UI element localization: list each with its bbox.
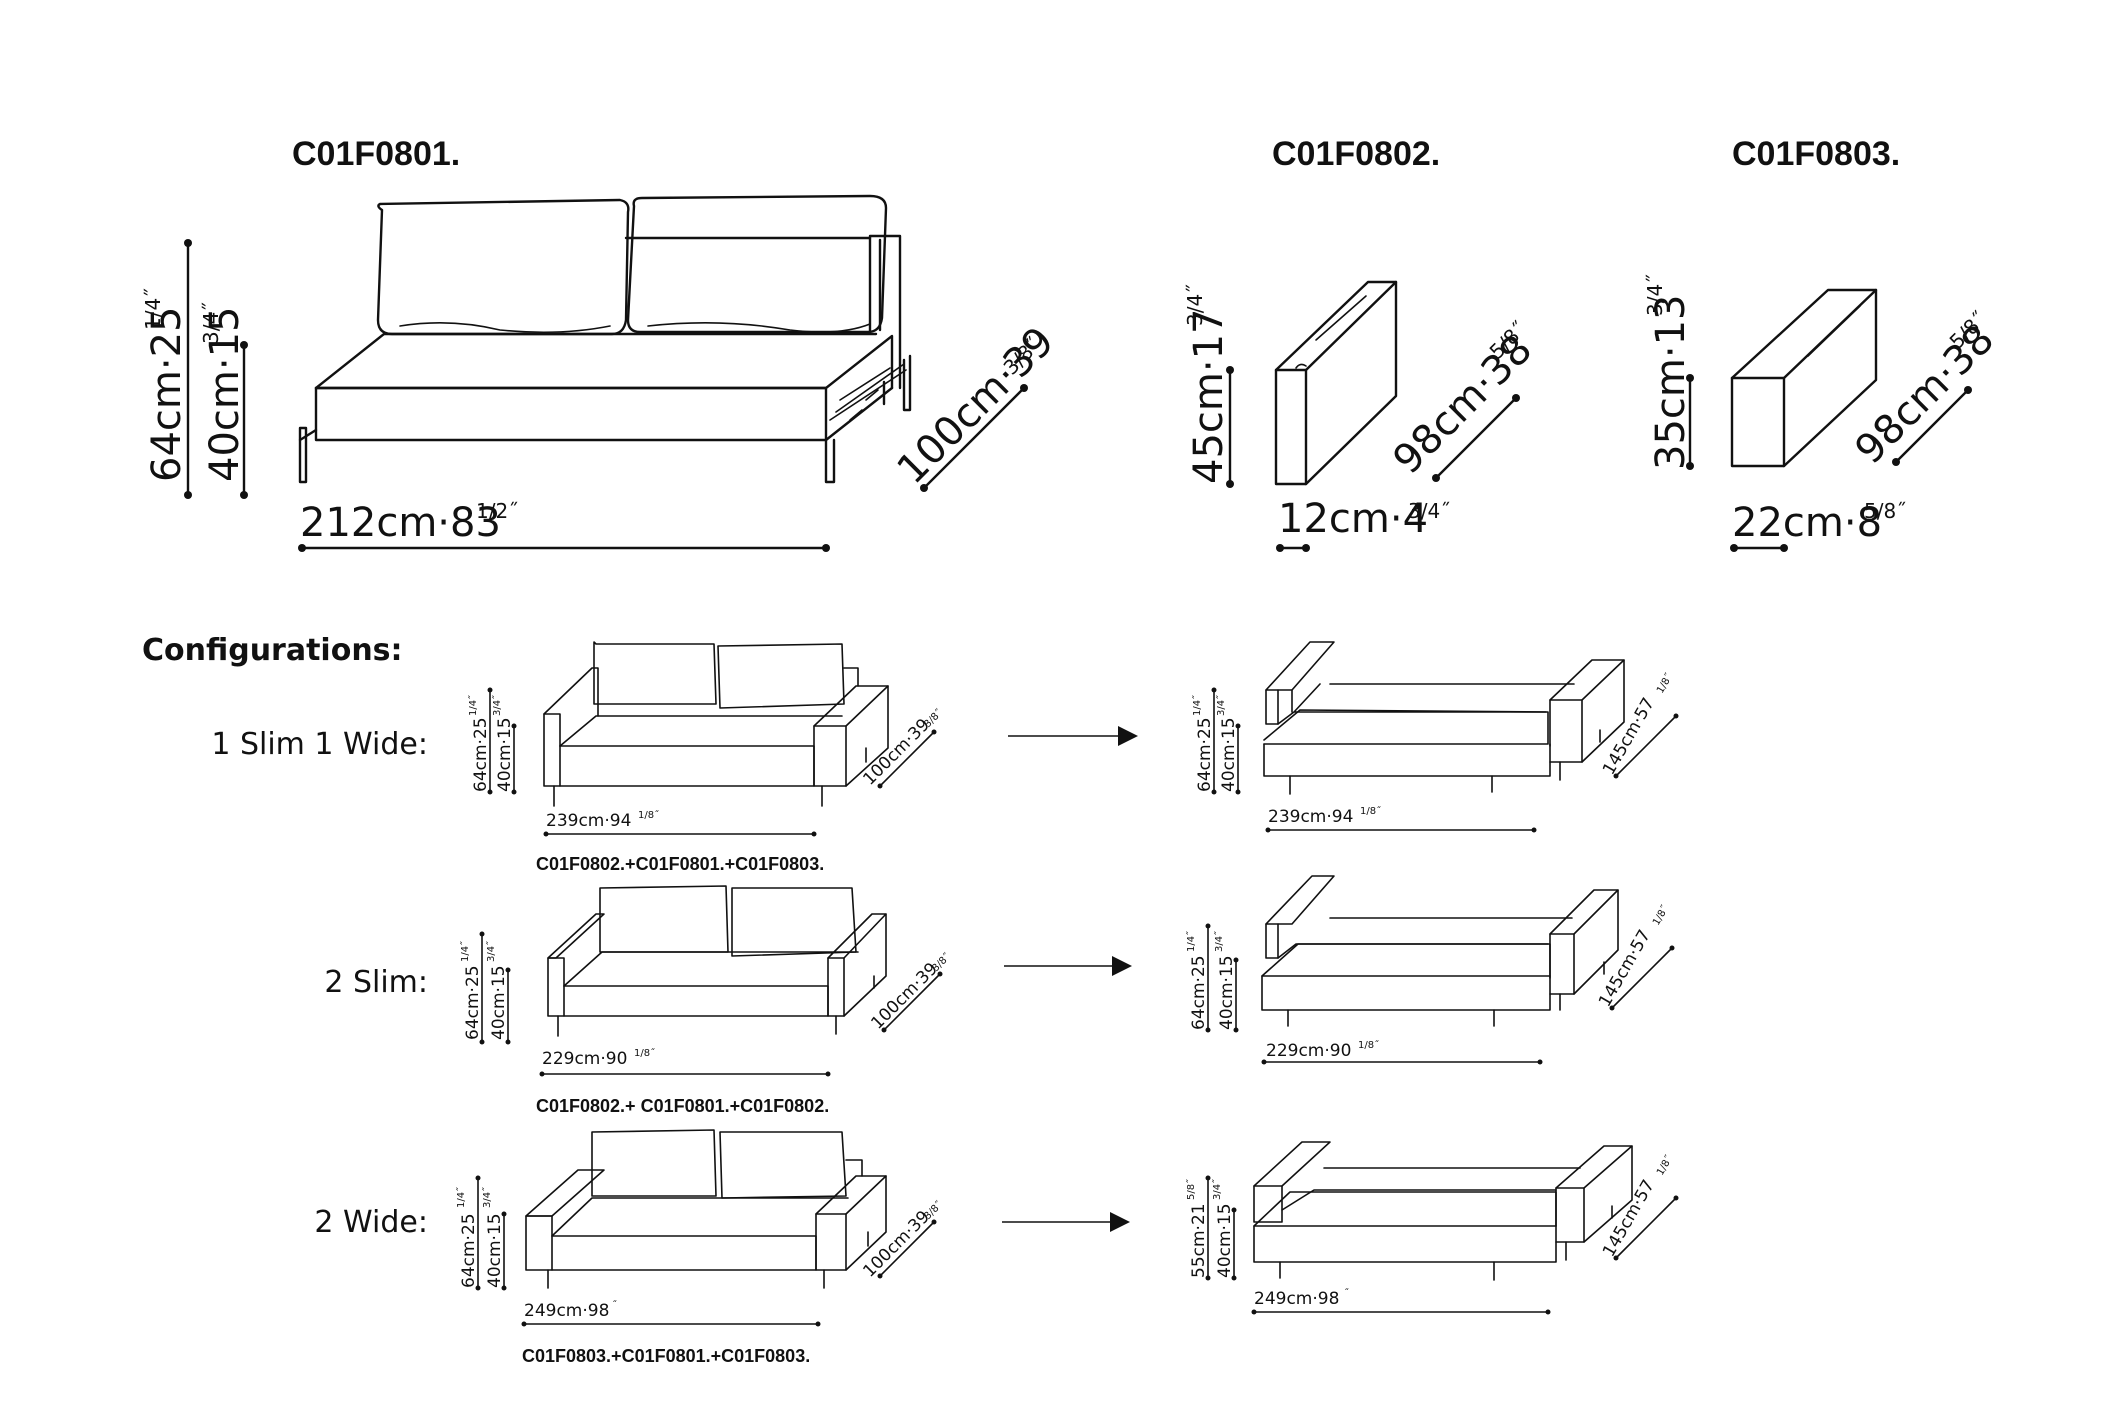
dim-depth-frac: 1/8˝ bbox=[1654, 1153, 1675, 1177]
dim-height-seat-frac: 3/4˝ bbox=[491, 695, 503, 716]
dim-height-total-frac: 1/4˝ bbox=[459, 941, 471, 962]
dim-depth-frac: 1/8˝ bbox=[1650, 903, 1671, 927]
dim-height: 35cm·13 bbox=[1648, 295, 1694, 470]
dim-height-seat: 40cm·15 bbox=[489, 965, 509, 1040]
dim-depth-frac: 1/8˝ bbox=[1654, 671, 1675, 695]
dim-height-total-frac: 1/4˝ bbox=[141, 288, 165, 330]
config-label: 1 Slim 1 Wide: bbox=[211, 727, 428, 762]
config-combo: C01F0802.+ C01F0801.+C01F0802. bbox=[536, 1096, 829, 1116]
configurations-title: Configurations: bbox=[142, 633, 403, 668]
dim-width-frac: 1/8˝ bbox=[1360, 805, 1381, 817]
dim-width-frac: 1/8˝ bbox=[1358, 1039, 1379, 1051]
dim-depth: 145cm·57 bbox=[1599, 1177, 1659, 1261]
dim-width: 249cm·98 bbox=[524, 1301, 609, 1321]
dim-depth: 98cm·38 bbox=[1847, 316, 2004, 473]
dim-depth: 100cm·39 bbox=[867, 959, 942, 1034]
dim-height-seat: 40cm·15 bbox=[1219, 717, 1239, 792]
dim-height-seat: 40cm·15 bbox=[1215, 1203, 1235, 1278]
sofa-drawing bbox=[525, 1129, 887, 1289]
config-label: 2 Wide: bbox=[314, 1205, 428, 1240]
dim-height: 45cm·17 bbox=[1186, 309, 1232, 484]
dim-height-seat-frac: 3/4˝ bbox=[481, 1187, 493, 1208]
dim-depth: 100cm·39 bbox=[859, 715, 934, 790]
dim-width-frac: 3/4˝ bbox=[1408, 499, 1450, 523]
dim-height-total-frac: 1/4˝ bbox=[1191, 695, 1203, 716]
config-row-1: 1 Slim 1 Wide: 64cm·25 1/4˝ 40cm·15 3/4˝… bbox=[211, 641, 1679, 874]
dim-width-frac: 5/8˝ bbox=[1864, 499, 1906, 523]
dim-height-seat-frac: 3/4˝ bbox=[199, 302, 223, 344]
config-label: 2 Slim: bbox=[324, 965, 428, 1000]
module-c01f0802: C01F0802. 45cm·17 3/4˝ 98cm·38 5/8˝ 12cm… bbox=[1183, 135, 1541, 552]
config-row-3: 2 Wide: 64cm·25 1/4˝ 40cm·15 3/4˝ 100cm·… bbox=[314, 1129, 1679, 1366]
dim-height-total: 64cm·25 bbox=[463, 965, 483, 1040]
dim-height-frac: 3/4˝ bbox=[1183, 284, 1207, 326]
sofa-drawing bbox=[543, 641, 889, 807]
dim-width-frac: ˝ bbox=[1344, 1287, 1349, 1299]
dim-height-total: 55cm·21 bbox=[1189, 1203, 1209, 1278]
dim-width: 249cm·98 bbox=[1254, 1289, 1339, 1309]
dim-height-total: 64cm·25 bbox=[1195, 717, 1215, 792]
arrow bbox=[1002, 1212, 1130, 1232]
dim-width: 12cm·4 bbox=[1278, 496, 1428, 542]
dim-height-total-frac: 1/4˝ bbox=[455, 1187, 467, 1208]
dim-height-seat-frac: 3/4˝ bbox=[1211, 1179, 1223, 1200]
module-c01f0801: C01F0801. bbox=[141, 135, 1063, 552]
module-code: C01F0801. bbox=[292, 135, 460, 173]
dim-height-seat: 40cm·15 bbox=[495, 717, 515, 792]
dim-width: 239cm·94 bbox=[1268, 807, 1353, 827]
config-combo: C01F0802.+C01F0801.+C01F0803. bbox=[536, 854, 824, 874]
dim-width: 22cm·8 bbox=[1732, 500, 1882, 546]
dim-width-frac: ˝ bbox=[612, 1299, 617, 1311]
dim-width: 212cm·83 bbox=[300, 500, 501, 546]
dim-height-seat-frac: 3/4˝ bbox=[1213, 931, 1225, 952]
dim-width: 229cm·90 bbox=[1266, 1041, 1351, 1061]
bed-drawing bbox=[1261, 875, 1619, 1027]
sofa-drawing bbox=[547, 885, 887, 1037]
dim-height-total-frac: 5/8˝ bbox=[1185, 1179, 1197, 1200]
slim-arm-drawing bbox=[1274, 280, 1398, 486]
dim-depth: 98cm·38 bbox=[1385, 326, 1542, 483]
dim-height-seat: 40cm·15 bbox=[202, 307, 248, 482]
dim-height-total: 64cm·25 bbox=[471, 717, 491, 792]
dim-height-total: 64cm·25 bbox=[1189, 955, 1209, 1030]
dim-height-seat-frac: 3/4˝ bbox=[485, 941, 497, 962]
dim-height-seat-frac: 3/4˝ bbox=[1215, 695, 1227, 716]
dim-height-seat: 40cm·15 bbox=[1217, 955, 1237, 1030]
dim-height-seat: 40cm·15 bbox=[485, 1213, 505, 1288]
dim-height-total: 64cm·25 bbox=[144, 307, 190, 482]
dim-width-frac: 1/2˝ bbox=[476, 499, 518, 523]
arrow bbox=[1004, 956, 1132, 976]
dim-width-frac: 1/8˝ bbox=[638, 809, 659, 821]
arrow bbox=[1008, 726, 1138, 746]
bed-drawing bbox=[1253, 1141, 1633, 1281]
module-code: C01F0803. bbox=[1732, 135, 1900, 173]
dim-height-frac: 3/4˝ bbox=[1643, 274, 1667, 316]
module-code: C01F0802. bbox=[1272, 135, 1440, 173]
bed-drawing bbox=[1263, 641, 1625, 795]
dim-width-frac: 1/8˝ bbox=[634, 1047, 655, 1059]
dim-width: 239cm·94 bbox=[546, 811, 631, 831]
sofa-base-drawing bbox=[298, 194, 912, 484]
dim-height-total-frac: 1/4˝ bbox=[1185, 931, 1197, 952]
dim-height-total-frac: 1/4˝ bbox=[467, 695, 479, 716]
dim-depth: 100cm·39 bbox=[859, 1207, 934, 1282]
dim-width: 229cm·90 bbox=[542, 1049, 627, 1069]
module-c01f0803: C01F0803. 35cm·13 3/4˝ 98cm·38 5/8˝ 22cm… bbox=[1643, 135, 2003, 552]
config-row-2: 2 Slim: 64cm·25 1/4˝ 40cm·15 3/4˝ 100cm·… bbox=[324, 875, 1675, 1116]
wide-arm-drawing bbox=[1730, 288, 1878, 468]
dim-height-total: 64cm·25 bbox=[459, 1213, 479, 1288]
config-combo: C01F0803.+C01F0801.+C01F0803. bbox=[522, 1346, 810, 1366]
